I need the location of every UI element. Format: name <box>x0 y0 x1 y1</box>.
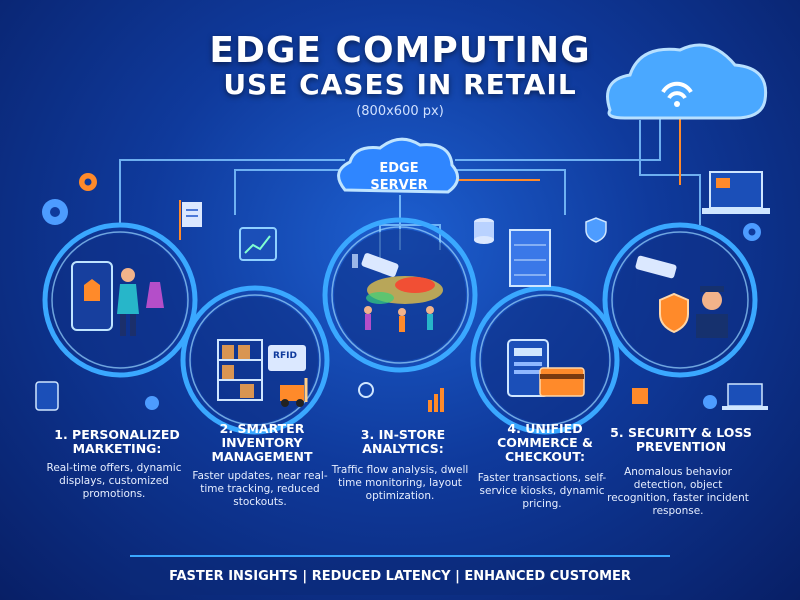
credit-card-icon <box>539 367 585 397</box>
box-stack-icon <box>632 388 648 404</box>
camera-icon <box>635 255 677 279</box>
laptop-icon <box>702 171 770 214</box>
dimensions-label: (800x600 px) <box>356 104 444 119</box>
cloud-wifi-icon <box>606 43 768 120</box>
shield-icon <box>659 292 689 334</box>
gear-icon <box>145 396 159 410</box>
gear-icon <box>703 395 717 409</box>
connector-lines-orange <box>179 110 681 240</box>
edge-server-cloud-icon <box>337 137 460 194</box>
connector-lines <box>119 105 701 260</box>
footer-tagline: FASTER INSIGHTS | REDUCED LATENCY | ENHA… <box>130 555 670 597</box>
chart-tablet-icon <box>239 227 277 261</box>
shopper-figures <box>364 306 434 332</box>
case-5-title: 5. SECURITY & LOSS PREVENTION <box>610 425 752 454</box>
case-2-title: 2. SMARTER INVENTORY MANAGEMENT <box>211 421 313 464</box>
process-rings <box>42 217 758 435</box>
tablet-icon <box>507 339 549 397</box>
title-line-1: EDGE COMPUTING <box>209 30 591 71</box>
gear-icon <box>743 223 761 241</box>
magnifier-icon <box>358 382 374 398</box>
title-line-2: USE CASES IN RETAIL <box>223 68 577 101</box>
case-1-description: Real-time offers, dynamic displays, cust… <box>46 462 182 500</box>
case-1-title: 1. PERSONALIZED MARKETING: <box>54 427 180 456</box>
document-icon <box>182 202 202 227</box>
case-4-title: 4. UNIFIED COMMERCE & CHECKOUT: <box>497 421 593 464</box>
camera-icon <box>352 253 399 277</box>
rfid-label: RFID <box>273 351 297 361</box>
case-5-description: Anomalous behavior detection, object rec… <box>607 466 749 517</box>
case-3-title: 3. IN-STORE ANALYTICS: <box>360 427 446 456</box>
shelf-boxes-icon <box>217 339 263 401</box>
edge-server-label: EDGE SERVER <box>344 160 454 194</box>
rfid-tag <box>268 345 306 371</box>
phone-icon <box>35 381 59 411</box>
case-2-description: Faster updates, near real-time tracking,… <box>192 470 328 508</box>
bar-chart-icon <box>428 388 444 412</box>
case-3-description: Traffic flow analysis, dwell time monito… <box>331 464 469 502</box>
server-rack-icon <box>509 229 551 287</box>
forklift-icon <box>280 378 308 407</box>
edge-label-line-2: SERVER <box>370 178 428 193</box>
edge-label-line-1: EDGE <box>379 161 419 176</box>
shield-check-icon <box>585 217 607 243</box>
phone-icon <box>71 261 113 331</box>
gear-icon <box>42 173 97 225</box>
code-laptop-icon <box>722 383 768 410</box>
case-4-description: Faster transactions, self-service kiosks… <box>477 472 607 510</box>
heatmap-icon <box>366 276 443 304</box>
security-guard-icon <box>696 286 728 338</box>
database-icon <box>474 218 494 244</box>
shopping-woman-icon <box>117 268 164 336</box>
